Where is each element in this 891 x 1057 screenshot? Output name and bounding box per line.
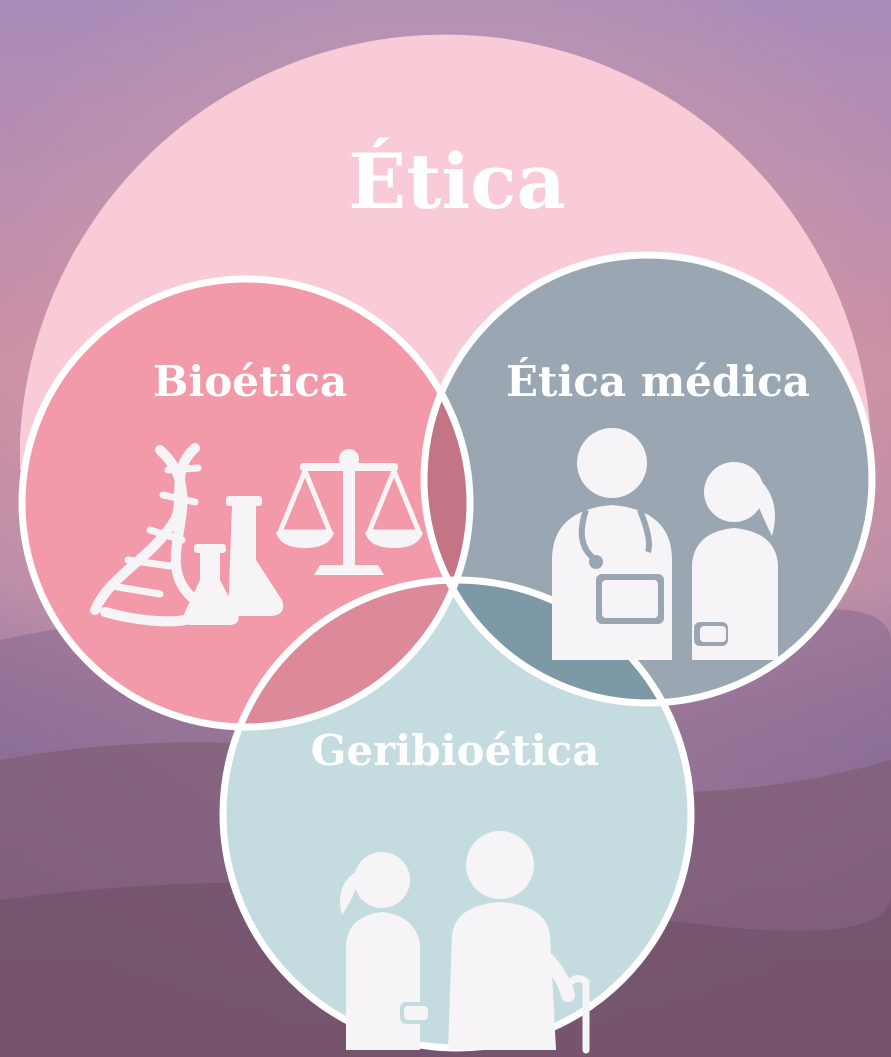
doctor-icon xyxy=(552,428,672,660)
caregiver-icon xyxy=(340,852,430,1050)
etica-medica-label: Ética médica xyxy=(506,356,810,406)
dna-icon xyxy=(90,443,207,627)
bioetica-geribioetica-overlap xyxy=(223,580,470,727)
etica-title: Ética xyxy=(348,136,565,226)
flask-icon xyxy=(226,496,284,616)
scales-icon xyxy=(276,449,423,575)
elderly-person-icon xyxy=(448,831,590,1054)
bioetica-label: Bioética xyxy=(153,357,347,406)
flask-icon xyxy=(182,544,239,625)
nurse-icon xyxy=(692,462,778,660)
geribioetica-label: Geribioética xyxy=(311,726,600,775)
